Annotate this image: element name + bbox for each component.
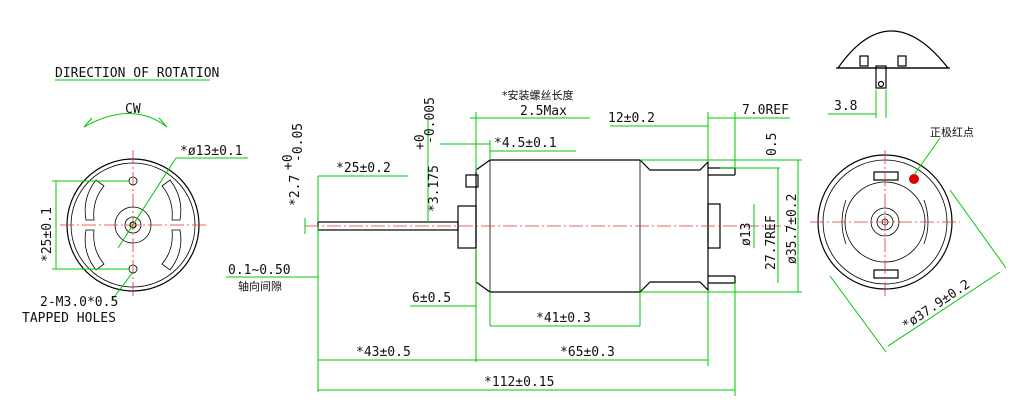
front-len-label: *43±0.5 [356, 345, 411, 360]
terminal-detail-cap [836, 30, 950, 69]
ref-height-label: 27.7REF [764, 215, 779, 270]
vent-slot-left [84, 179, 105, 221]
ref-len-label: 7.0REF [742, 103, 789, 118]
terminal-detail-slot-left [859, 55, 869, 67]
rear-boss-dia-label: ø13 [739, 223, 754, 246]
axial-play-cn: 轴向间隙 [238, 279, 282, 293]
vent-slot-left-lower [84, 229, 105, 271]
vent-slot-right-lower [161, 229, 182, 271]
positive-leader [913, 137, 941, 176]
body-dia-label: ø35.7±0.2 [785, 194, 800, 264]
terminal-tab [875, 65, 887, 89]
front-boss [457, 205, 477, 249]
outer-dia-ext-top [949, 189, 1007, 269]
shaft-dia-label: *3.175 [427, 165, 442, 212]
shaft-tol-lower: -0.005 [423, 97, 438, 144]
outer-dia-line [887, 271, 1001, 347]
stub-tol-lower: -0.05 [291, 123, 306, 162]
terminal-slot-bottom [873, 269, 899, 279]
positive-marker [909, 174, 919, 184]
screw-max-label: 2.5Max [520, 104, 567, 119]
bolt-circle-leader [117, 157, 177, 249]
main-len-label: *65±0.3 [560, 345, 615, 360]
boss-length-label: *4.5±0.1 [494, 136, 557, 151]
rear-view: 3.8 正极红点 *ø37.9±0.2 [810, 30, 1007, 353]
bolt-circle-label: *ø13±0.1 [180, 144, 243, 159]
vent-slot-right [161, 179, 182, 221]
terminal-detail-slot-right [897, 55, 907, 67]
shaft-tol-upper: +0 [413, 134, 428, 150]
flange-label: 6±0.5 [412, 291, 451, 306]
total-len-label: *112±0.15 [484, 375, 554, 390]
side-view: *安装螺丝长度 2.5Max *4.5±0.1 *25±0.2 *3.175 +… [226, 88, 802, 396]
holes-label-1: 2-M3.0*0.5 [40, 295, 118, 310]
shaft-len-label: *25±0.2 [336, 161, 391, 176]
body-length-label: *41±0.3 [536, 311, 591, 326]
front-screw [465, 174, 479, 188]
screw-note: *安装螺丝长度 [502, 88, 574, 102]
terminal-len-label: 12±0.2 [608, 111, 655, 126]
holes-leader [111, 271, 134, 301]
height-label: *25±0.1 [40, 207, 55, 262]
rotation-arc [83, 113, 168, 128]
holes-label-2: TAPPED HOLES [22, 311, 116, 326]
terminal-offset-label: 0.5 [765, 133, 780, 156]
outer-dia-ext-bottom [829, 275, 887, 353]
positive-label: 正极红点 [930, 125, 974, 139]
terminal-tab-hole [877, 80, 885, 88]
tab-width-label: 3.8 [834, 99, 857, 114]
rotation-arrowheads [83, 117, 168, 128]
outer-dia-label: *ø37.9±0.2 [900, 277, 973, 333]
terminal-slot-top [873, 171, 899, 181]
front-view: DIRECTION OF ROTATION CW *25±0.1 *ø13±0.… [22, 66, 248, 326]
stub-dia-label: *2.7 [288, 175, 303, 206]
stub-tol-upper: +0 [281, 154, 296, 170]
axial-play-label: 0.1~0.50 [228, 263, 291, 278]
direction-title: DIRECTION OF ROTATION [55, 66, 219, 81]
